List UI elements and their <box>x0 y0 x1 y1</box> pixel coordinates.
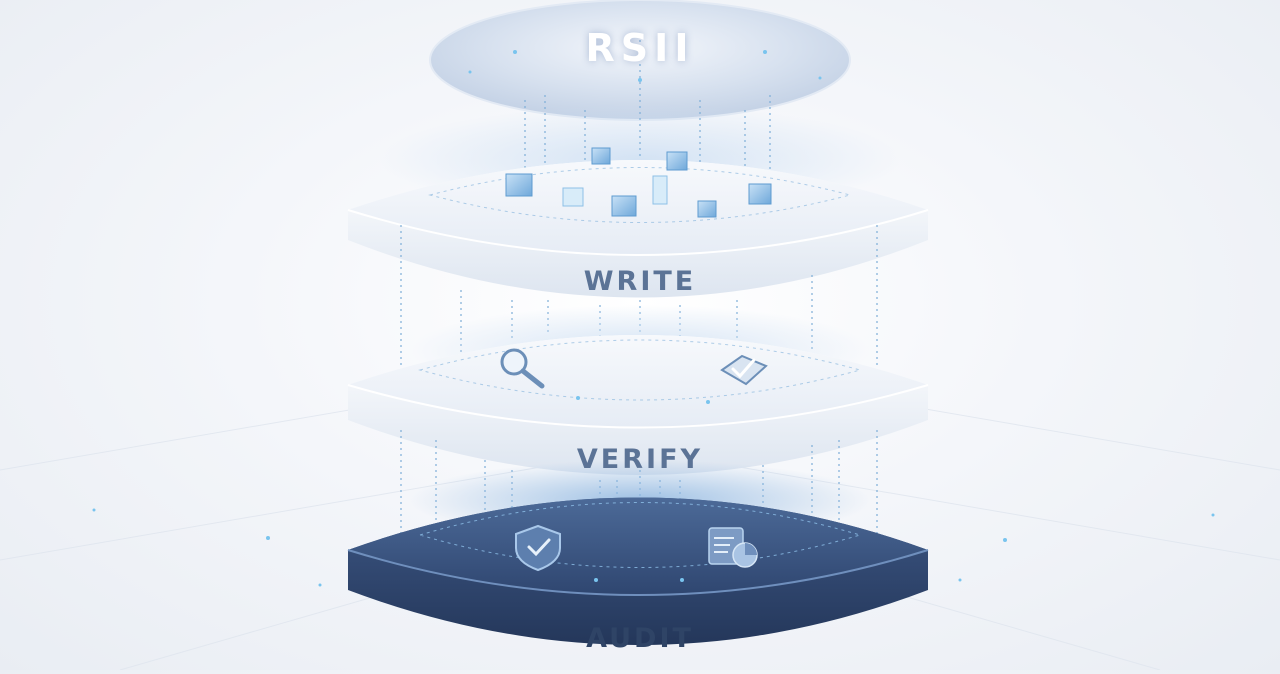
audit-platform <box>347 460 929 645</box>
write-platform <box>347 160 929 298</box>
cube-icon <box>505 147 772 218</box>
magnifier-icon <box>500 348 545 389</box>
layer-label-verify: VERIFY <box>576 444 704 475</box>
top-label: RSII <box>585 26 695 70</box>
sparkle-dots <box>92 50 1215 587</box>
layer-label-write: WRITE <box>583 266 697 297</box>
checkmark-icon <box>720 354 768 386</box>
document-chart-icon <box>708 527 758 568</box>
layer-label-audit: AUDIT <box>586 623 694 654</box>
shield-check-icon <box>515 524 561 572</box>
